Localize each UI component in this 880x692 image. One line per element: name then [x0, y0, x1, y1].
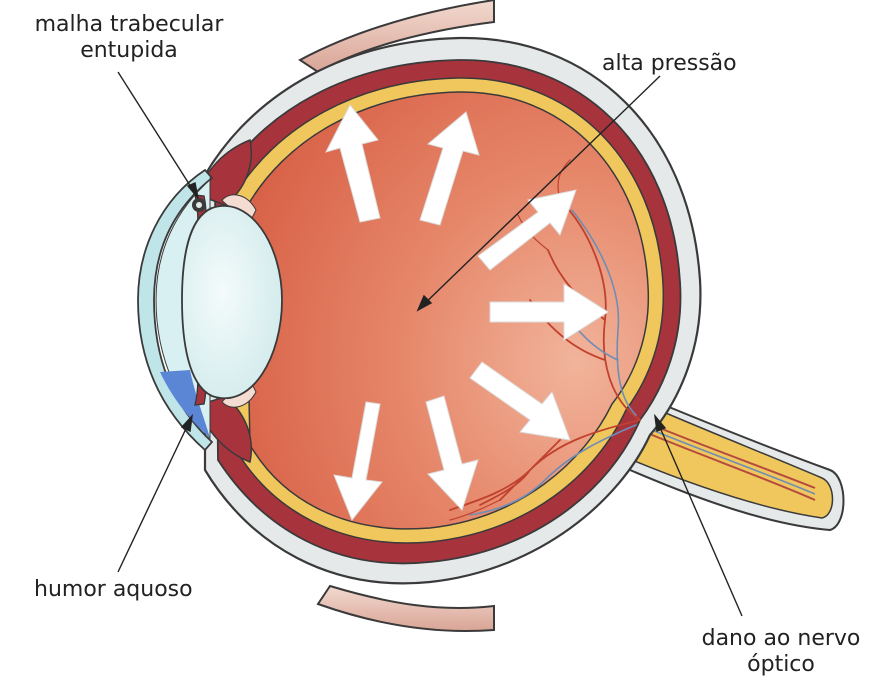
label-optic-nerve-damage-line1: dano ao nervo — [701, 626, 861, 651]
pressure-arrow-6 — [425, 395, 479, 511]
lens — [181, 205, 283, 399]
leader-lines — [117, 71, 743, 617]
muscle-top — [298, 0, 495, 74]
leader-meshwork — [117, 71, 199, 199]
label-optic-nerve-damage-line2: óptico — [747, 652, 815, 677]
leader-high-pressure — [416, 75, 661, 312]
pressure-arrow-5 — [469, 361, 571, 441]
pressure-arrow-4 — [489, 283, 609, 341]
label-trabecular-meshwork-line2: entupida — [80, 38, 178, 63]
leader-aqueous — [117, 413, 193, 573]
cornea — [137, 168, 214, 452]
leader-optic-nerve — [653, 413, 743, 617]
label-trabecular-meshwork-line1: malha trabecular — [34, 12, 224, 37]
pressure-arrow-7 — [333, 401, 383, 521]
aqueous-humor — [160, 370, 210, 438]
pressure-arrow-1 — [325, 104, 381, 223]
label-trabecular-meshwork: malha trabecular entupida — [14, 12, 244, 64]
pressure-arrows — [325, 104, 609, 521]
label-high-pressure: alta pressão — [602, 51, 737, 76]
label-optic-nerve-damage: dano ao nervo óptico — [686, 626, 876, 678]
pressure-arrow-2 — [419, 111, 480, 226]
blocked-meshwork-icon — [192, 198, 206, 212]
optic-nerve — [628, 393, 845, 532]
pressure-arrow-3 — [477, 189, 577, 271]
muscle-bottom — [316, 584, 495, 632]
label-aqueous-humor: humor aquoso — [34, 577, 193, 602]
